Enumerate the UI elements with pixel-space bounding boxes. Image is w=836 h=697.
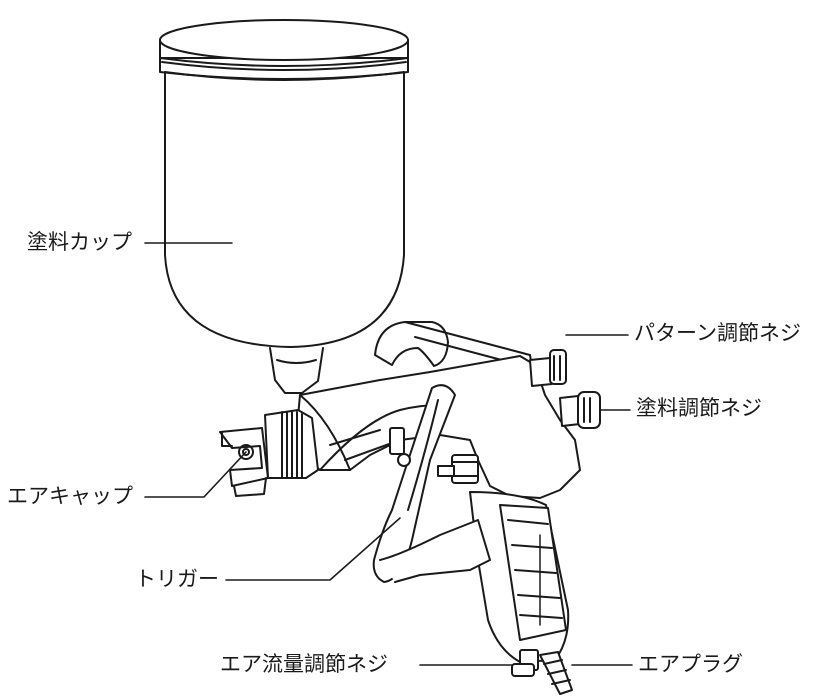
label-paint-cup: 塗料カップ — [27, 230, 132, 254]
label-pattern-screw: パターン調節ネジ — [634, 321, 801, 345]
handle-grip — [499, 504, 567, 641]
label-air-plug: エアプラグ — [638, 652, 743, 676]
pattern-screw — [529, 349, 567, 387]
paint-cup — [159, 19, 409, 394]
gun-hook — [374, 321, 449, 367]
air-plug — [539, 651, 573, 695]
leader-air-cap — [144, 451, 247, 498]
air-cap — [219, 427, 269, 497]
needle-bolt — [437, 454, 479, 484]
cup-neck — [269, 347, 324, 394]
leader-trigger — [225, 517, 401, 581]
cup-body — [164, 64, 405, 348]
label-paint-screw: 塗料調節ネジ — [636, 396, 762, 420]
label-trigger: トリガー — [135, 567, 219, 591]
gun-handle — [379, 491, 570, 663]
label-air-flow-screw: エア流量調節ネジ — [220, 652, 388, 676]
leader-lines — [144, 242, 633, 666]
cup-lid-rim — [159, 39, 409, 59]
air-flow-screw — [511, 649, 539, 677]
cup-lid-top — [159, 19, 409, 61]
paint-screw — [559, 391, 601, 429]
label-air-cap: エアキャップ — [7, 484, 133, 508]
